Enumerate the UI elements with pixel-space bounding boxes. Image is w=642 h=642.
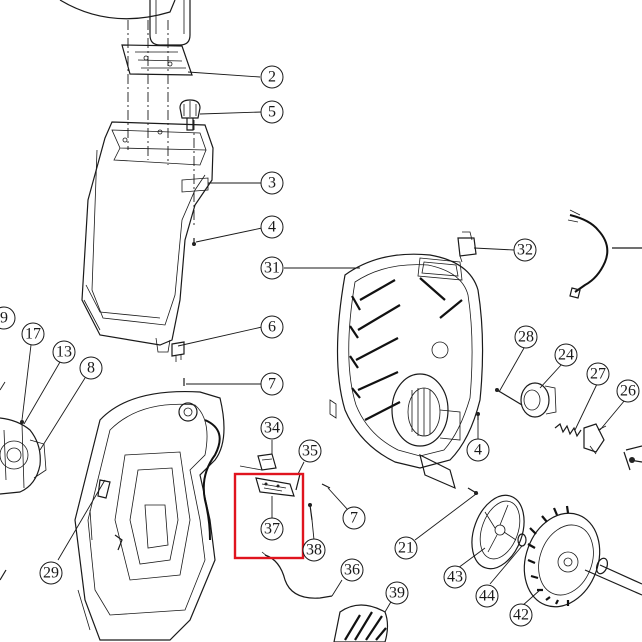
callout-3: 3 [260,171,284,195]
callout-5-label: 5 [268,104,276,121]
assembly-axis-lines [127,20,195,225]
callout-21-label: 21 [398,540,414,557]
top-housing-edge [59,0,191,46]
callout-38: 38 [302,538,326,562]
callout-7b: 7 [342,506,366,530]
callout-34-label: 34 [264,420,280,437]
part-31-frame [329,253,484,490]
callout-21: 21 [394,536,418,560]
callout-26-label: 26 [620,383,636,400]
axle [584,557,642,596]
part-38-screw [308,503,313,521]
callout-28: 28 [514,325,538,349]
callout-27-label: 27 [590,366,606,383]
part-6-clip [171,341,185,362]
part-3-upper-cover [81,121,214,353]
callout-29: 29 [39,561,63,585]
part-7b-pin [321,483,331,489]
callout-9: 9 [0,306,16,330]
part-24-bushing [520,382,557,418]
callout-42-label: 42 [513,607,529,624]
callout-32: 32 [513,238,537,262]
part-27-spring [554,423,582,438]
callout-6: 6 [260,315,284,339]
callout-4a: 4 [260,215,284,239]
callout-29-label: 29 [43,565,59,582]
part-4-screw [192,238,196,246]
callout-4b: 4 [466,438,490,462]
callout-5: 5 [260,100,284,124]
left-motor-assembly [0,417,47,581]
callout-7a-label: 7 [268,376,276,393]
part-39-cushion [333,604,389,642]
callout-37-label: 37 [264,521,280,538]
power-cord [567,209,642,299]
part-4b-screw [476,412,480,420]
part-35-screw [295,473,301,491]
part-21-screw [467,487,479,495]
callout-13-label: 13 [56,344,72,361]
callout-24: 24 [554,343,578,367]
part-37-board [255,477,295,497]
callout-34: 34 [260,416,284,440]
part-42-wheel [523,505,601,608]
part-2-gasket [121,44,193,76]
callout-4b-label: 4 [474,442,482,459]
callout-27: 27 [586,362,610,386]
callout-13: 13 [52,340,76,364]
part-43-hub [471,494,525,570]
part-28-rod [495,388,523,406]
callout-17-label: 17 [25,326,41,343]
callout-43: 43 [443,565,467,589]
callout-38-label: 38 [306,542,322,559]
leader-lines [0,71,626,613]
part-29-lower-housing [74,390,225,641]
highlight-box [233,472,305,560]
callout-31-label: 31 [264,260,280,277]
callout-6-label: 6 [268,319,276,336]
callout-39-label: 39 [389,585,405,602]
callout-44: 44 [475,584,499,608]
callout-2-label: 2 [268,69,276,86]
callout-37: 37 [260,517,284,541]
part-5-knob [179,99,201,131]
part-34-switch [239,453,277,471]
callout-26: 26 [616,379,640,403]
callout-2: 2 [260,65,284,89]
callout-28-label: 28 [518,329,534,346]
callout-42: 42 [509,603,533,627]
callout-7a: 7 [260,372,284,396]
callout-32-label: 32 [517,242,533,259]
part-26-bracket [583,423,607,455]
callout-36-label: 36 [344,562,360,579]
callout-4a-label: 4 [268,219,276,236]
part-36-cable [261,551,333,599]
callout-24-label: 24 [558,347,574,364]
callout-44-label: 44 [479,588,495,605]
callout-8-label: 8 [87,360,95,377]
callout-3-label: 3 [268,175,276,192]
part-32-plug [457,231,477,263]
callout-35: 35 [298,439,322,463]
callout-17: 17 [21,322,45,346]
callout-8: 8 [79,356,103,380]
callout-7b-label: 7 [350,510,358,527]
callout-36: 36 [340,558,364,582]
right-edge-component [623,445,642,471]
callout-35-label: 35 [302,443,318,460]
callout-39: 39 [385,581,409,605]
callout-9-label: 9 [0,310,8,327]
callout-43-label: 43 [447,569,463,586]
callout-31: 31 [260,256,284,280]
